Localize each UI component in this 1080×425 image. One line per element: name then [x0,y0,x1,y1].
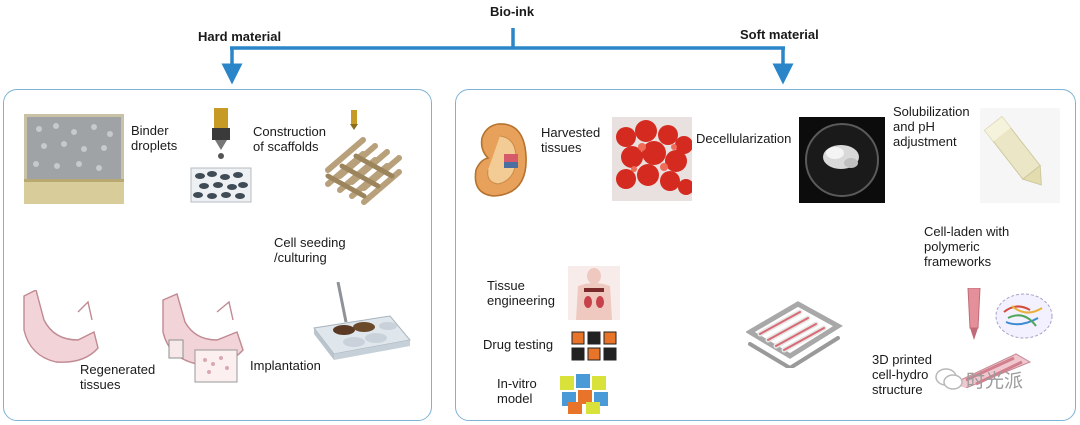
watermark-text: 时光派 [966,370,1024,392]
construction-of-scaffolds-label: Construction of scaffolds [253,124,326,154]
in-vitro-model-label: In-vitro model [497,376,537,406]
powder-bed-image [24,114,124,204]
wechat-watermark-icon [935,368,963,390]
jaw-with-implant-icon [162,293,244,383]
culture-plate-icon [313,282,411,360]
decellularization-label: Decellularization [696,131,792,146]
soft-material-heading: Soft material [740,27,819,42]
harvested-tissue-image [612,117,692,201]
solubilization-label: Solubilization and pH adjustment [893,104,970,149]
scaffold-lattice-icon [325,110,402,205]
regenerated-jaw-icon [23,290,99,363]
soft-material-panel [455,89,1076,421]
tissue-engineering-label: Tissue engineering [487,278,555,308]
decellularized-matrix-image [799,117,885,203]
regenerated-tissues-label: Regenerated tissues [80,362,156,392]
cell-seeding-label: Cell seeding /culturing [274,235,346,265]
cell-laden-label: Cell-laden with polymeric frameworks [924,224,1010,269]
bioprinter-nozzle-icon [951,288,1053,388]
bioink-tube-image [980,108,1060,203]
hard-material-heading: Hard material [198,29,282,44]
drug-array-icon [571,331,617,361]
harvested-tissues-label: Harvested tissues [541,125,601,155]
binder-droplets-label: Binder droplets [131,123,178,153]
in-vitro-blocks-icon [560,374,608,414]
printed-hydrogel-structure-icon [746,301,843,368]
human-torso-icon [568,266,620,320]
bio-ink-title: Bio-ink [490,4,535,19]
binder-printhead-icon [190,108,252,203]
kidney-icon [474,123,527,197]
implantation-label: Implantation [250,358,321,373]
3d-printed-structure-label: 3D printed cell-hydro structure [872,352,932,397]
drug-testing-label: Drug testing [483,337,554,352]
